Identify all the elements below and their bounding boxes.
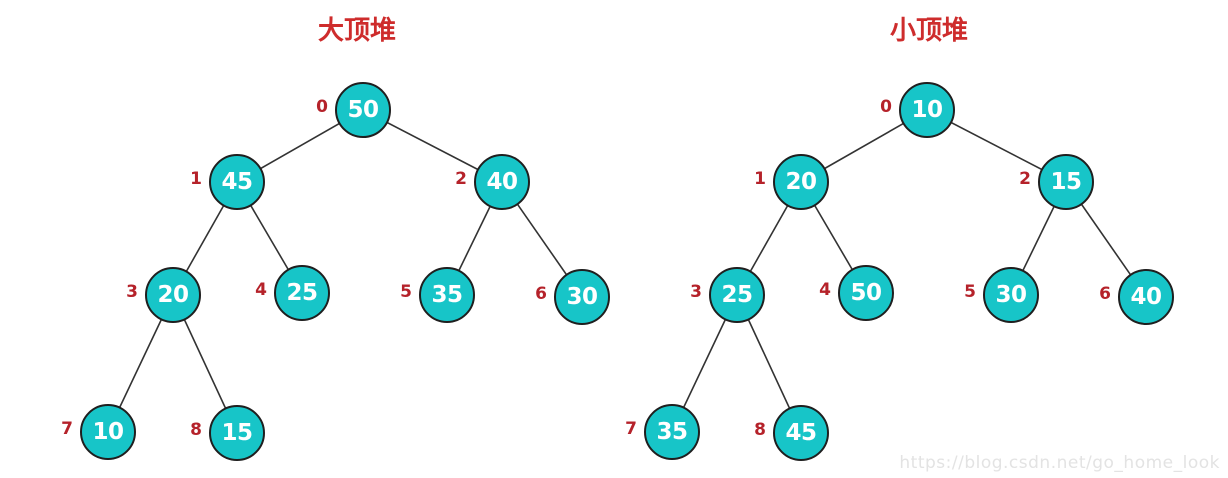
node-index-label: 5 bbox=[400, 282, 412, 302]
node-index-label: 0 bbox=[880, 97, 892, 117]
node-index-label: 5 bbox=[964, 282, 976, 302]
node-index-label: 6 bbox=[535, 284, 547, 304]
tree-node: 30 bbox=[983, 267, 1039, 323]
node-index-label: 7 bbox=[625, 419, 637, 439]
tree-node: 15 bbox=[209, 405, 265, 461]
watermark-url: https://blog.csdn.net/go_home_look bbox=[899, 453, 1220, 473]
node-index-label: 4 bbox=[819, 280, 831, 300]
tree-node: 35 bbox=[419, 267, 475, 323]
max-heap-title: 大顶堆 bbox=[317, 16, 397, 46]
node-index-label: 3 bbox=[126, 282, 138, 302]
tree-node: 20 bbox=[773, 154, 829, 210]
tree-node: 20 bbox=[145, 267, 201, 323]
tree-node: 40 bbox=[1118, 269, 1174, 325]
node-index-label: 8 bbox=[754, 420, 766, 440]
node-index-label: 3 bbox=[690, 282, 702, 302]
tree-node: 15 bbox=[1038, 154, 1094, 210]
node-index-label: 4 bbox=[255, 280, 267, 300]
tree-node: 50 bbox=[838, 265, 894, 321]
node-index-label: 0 bbox=[316, 97, 328, 117]
node-index-label: 8 bbox=[190, 420, 202, 440]
tree-node: 50 bbox=[335, 82, 391, 138]
node-index-label: 1 bbox=[754, 169, 766, 189]
node-index-label: 1 bbox=[190, 169, 202, 189]
tree-node: 35 bbox=[644, 404, 700, 460]
node-index-label: 7 bbox=[61, 419, 73, 439]
tree-node: 10 bbox=[899, 82, 955, 138]
tree-node: 30 bbox=[554, 269, 610, 325]
node-index-label: 2 bbox=[1019, 169, 1031, 189]
node-index-label: 2 bbox=[455, 169, 467, 189]
tree-node: 25 bbox=[709, 267, 765, 323]
node-index-label: 6 bbox=[1099, 284, 1111, 304]
tree-node: 25 bbox=[274, 265, 330, 321]
min-heap-title: 小顶堆 bbox=[889, 16, 969, 46]
tree-node: 45 bbox=[773, 405, 829, 461]
tree-node: 10 bbox=[80, 404, 136, 460]
tree-node: 45 bbox=[209, 154, 265, 210]
tree-node: 40 bbox=[474, 154, 530, 210]
